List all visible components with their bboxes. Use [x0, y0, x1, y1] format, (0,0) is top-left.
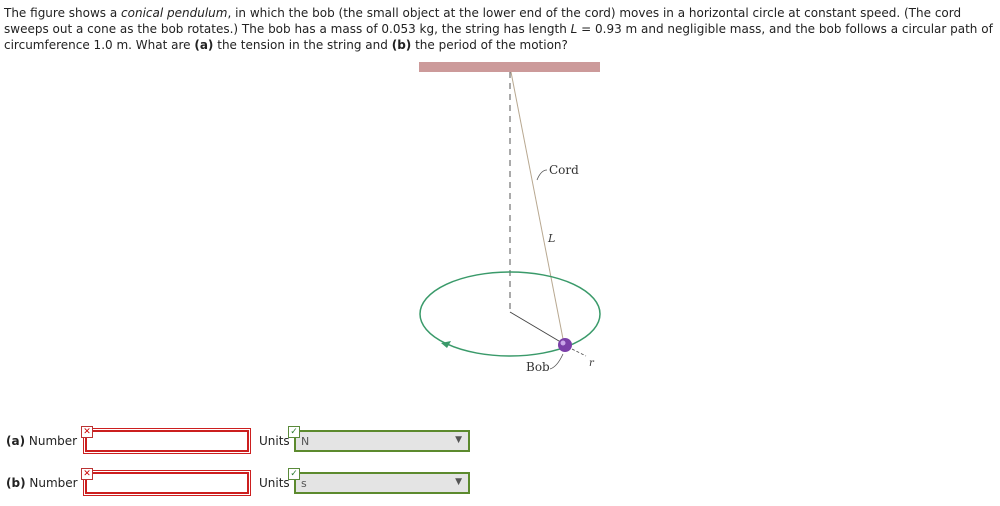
bob [558, 338, 572, 352]
part-marker: (a) [6, 434, 26, 448]
question-text-part: The figure shows a [4, 6, 122, 20]
answer-a-number-input[interactable] [83, 428, 251, 454]
check-mark-icon: ✓ [288, 426, 300, 438]
check-mark-icon: ✓ [288, 468, 300, 480]
selected-unit: s [301, 477, 307, 490]
selected-unit: N [301, 435, 310, 448]
radius-label: r [589, 358, 595, 369]
answer-label-b: (b) Number [6, 476, 78, 490]
cord-line [510, 71, 565, 345]
question-part-a-marker: (a) [194, 38, 214, 52]
units-label: Units [259, 476, 290, 490]
question-text-part: the period of the motion? [411, 38, 568, 52]
number-label: Number [29, 476, 78, 490]
conical-pendulum-figure: Cord L Bob r [419, 62, 601, 374]
dropdown-arrow-icon: ▼ [455, 435, 462, 445]
circular-path [419, 271, 601, 357]
part-marker: (b) [6, 476, 26, 490]
direction-arrow-icon [441, 341, 451, 348]
question-text-part: , in which the bob (the small object at … [4, 6, 962, 36]
number-label: Number [28, 434, 78, 448]
bob-highlight [560, 340, 566, 346]
dropdown-arrow-icon: ▼ [455, 477, 462, 487]
answer-row-b: (b) Number ✕ Units s ▼ ✓ [0, 468, 480, 500]
bob-label: Bob [526, 360, 550, 374]
question-text: The figure shows a conical pendulum, in … [4, 5, 998, 53]
radius-line [509, 311, 565, 345]
answer-label-a: (a) Number [6, 434, 77, 448]
answer-b-units-select[interactable]: s ▼ [294, 472, 470, 494]
radius-pointer [571, 348, 587, 357]
question-text-part: = 0.93 m and negligible mass, and the bo… [4, 22, 993, 52]
question-term-conical-pendulum: conical pendulum [121, 6, 228, 20]
question-text-part: the tension in the string and [213, 38, 392, 52]
answer-a-units-select[interactable]: N ▼ [294, 430, 470, 452]
question-symbol-l: L [570, 22, 578, 36]
cord-pointer [536, 169, 548, 181]
answer-b-number-input[interactable] [83, 470, 251, 496]
x-mark-icon: ✕ [81, 426, 93, 438]
cord-label: Cord [549, 163, 579, 177]
answer-row-a: (a) Number ✕ Units N ▼ ✓ [0, 426, 480, 458]
ceiling [419, 62, 600, 72]
question-part-b-marker: (b) [391, 38, 412, 52]
length-label: L [547, 232, 555, 245]
x-mark-icon: ✕ [81, 468, 93, 480]
bob-pointer [549, 353, 564, 370]
units-label: Units [259, 434, 290, 448]
